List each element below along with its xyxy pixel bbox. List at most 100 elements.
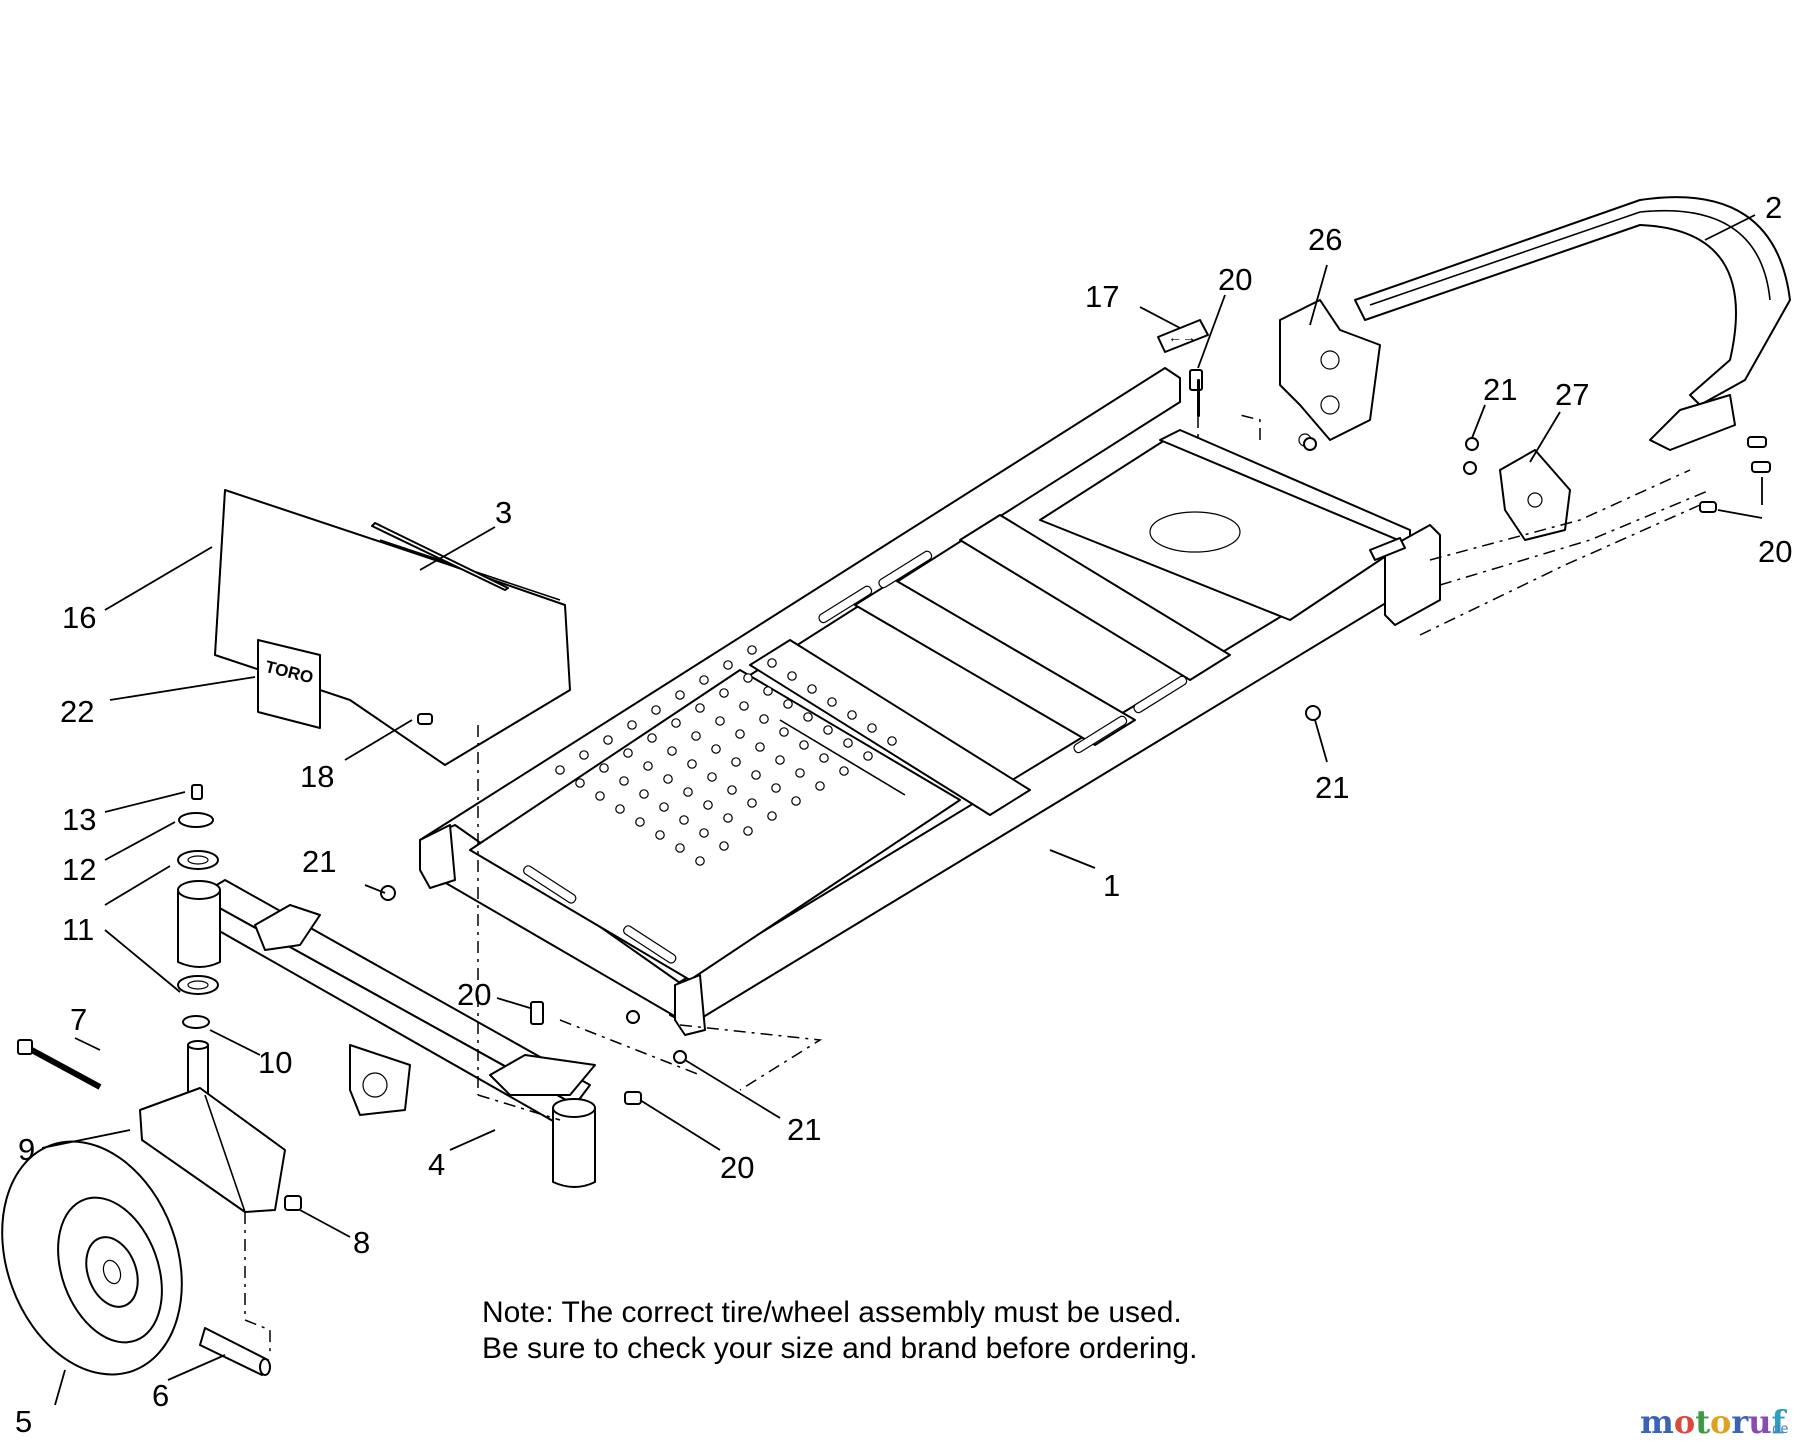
- perforation-hole: [779, 727, 789, 737]
- perforation-hole: [783, 699, 793, 709]
- callout-6: 6: [152, 1378, 169, 1413]
- perforation-hole: [887, 736, 897, 746]
- perforation-hole: [771, 783, 781, 793]
- perforation-hole: [599, 763, 609, 773]
- watermark-letter: t: [1695, 1403, 1710, 1441]
- watermark-letter: r: [1731, 1403, 1749, 1441]
- main-frame: [419, 367, 1441, 1036]
- perforation-hole: [675, 690, 685, 700]
- watermark-letter: o: [1710, 1403, 1731, 1441]
- perforation-hole: [767, 658, 777, 668]
- perforation-hole: [739, 701, 749, 711]
- perforation-hole: [767, 811, 777, 821]
- perforation-hole: [615, 804, 625, 814]
- callout-18: 18: [300, 759, 334, 794]
- decal-rear: [1369, 537, 1406, 561]
- decal-17-glyph: ←→: [1168, 329, 1196, 345]
- perforation-hole: [635, 817, 645, 827]
- perforation-hole: [823, 725, 833, 735]
- perforation-hole: [703, 800, 713, 810]
- callout-20-axle-bottom: 20: [720, 1150, 754, 1185]
- perforation-hole: [795, 768, 805, 778]
- caster-wheel: [1, 1140, 183, 1376]
- perforation-hole: [579, 750, 589, 760]
- perforation-hole: [791, 796, 801, 806]
- callout-27: 27: [1555, 377, 1589, 412]
- watermark-letter: o: [1674, 1403, 1695, 1441]
- perforation-hole: [711, 744, 721, 754]
- callout-22: 22: [60, 694, 94, 729]
- nut-8: [284, 1195, 302, 1211]
- perforation-hole: [639, 789, 649, 799]
- perforation-hole: [651, 705, 661, 715]
- perforation-hole: [723, 660, 733, 670]
- perforation-hole: [595, 791, 605, 801]
- callout-4: 4: [428, 1147, 445, 1182]
- perforation-hole: [827, 697, 837, 707]
- callout-10: 10: [258, 1045, 292, 1080]
- perforation-hole: [787, 671, 797, 681]
- perforation-hole: [663, 774, 673, 784]
- leader-lines: [41, 214, 1763, 1406]
- callout-20-top: 20: [1218, 262, 1252, 297]
- ordering-note: Note: The correct tire/wheel assembly mu…: [482, 1296, 1197, 1365]
- perforation-hole: [803, 712, 813, 722]
- perforation-hole: [707, 772, 717, 782]
- callout-20-right: 20: [1758, 534, 1792, 569]
- perforation-hole: [695, 856, 705, 866]
- perforation-hole: [671, 718, 681, 728]
- decal-17: ←→: [1157, 319, 1209, 353]
- perforation-hole: [847, 710, 857, 720]
- perforation-hole: [619, 776, 629, 786]
- perforation-hole: [863, 751, 873, 761]
- perforation-hole: [655, 830, 665, 840]
- watermark-letter: m: [1640, 1403, 1674, 1441]
- perforation-hole: [647, 733, 657, 743]
- perforation-hole: [691, 731, 701, 741]
- callout-21-front: 21: [302, 844, 336, 879]
- perforation-hole: [675, 843, 685, 853]
- perforation-hole: [699, 675, 709, 685]
- callout-21-rear-top: 21: [1483, 372, 1517, 407]
- perforation-hole: [679, 815, 689, 825]
- perforation-hole: [759, 714, 769, 724]
- perforation-hole: [743, 673, 753, 683]
- perforation-hole: [695, 703, 705, 713]
- callout-2: 2: [1765, 190, 1782, 225]
- axle-bolt-7: [17, 1039, 102, 1090]
- callout-1: 1: [1103, 868, 1120, 903]
- perforation-hole: [555, 765, 565, 775]
- perforation-hole: [623, 748, 633, 758]
- bracket-27: [1499, 449, 1571, 541]
- toro-logo-plate: TORO: [257, 639, 321, 729]
- assembly-lines: [244, 414, 1711, 1355]
- perforation-hole: [723, 813, 733, 823]
- perforation-hole: [627, 720, 637, 730]
- perforation-hole: [719, 688, 729, 698]
- callout-21-axle: 21: [787, 1112, 821, 1147]
- perforation-hole: [715, 716, 725, 726]
- perforation-hole: [819, 753, 829, 763]
- perforation-hole: [799, 740, 809, 750]
- watermark-brand: motoruf: [1640, 1403, 1787, 1441]
- frame-fasteners: [380, 369, 1321, 1105]
- perforation-hole: [751, 770, 761, 780]
- perforation-hole: [683, 787, 693, 797]
- rops-hoop: [1354, 196, 1791, 451]
- perforation-hole: [747, 645, 757, 655]
- perforation-hole: [807, 684, 817, 694]
- callout-13: 13: [62, 802, 96, 837]
- decal-3: [371, 522, 509, 591]
- callout-12: 12: [62, 852, 96, 887]
- front-axle: [177, 879, 596, 1188]
- perforation-hole: [843, 738, 853, 748]
- perforation-hole: [867, 723, 877, 733]
- callout-labels: 1 2 3 4 5 6 7 8 9 10 11 12 13 16 17 18 2…: [15, 190, 1792, 1439]
- caster-stack: [177, 784, 219, 1104]
- perforation-hole: [727, 785, 737, 795]
- perforation-hole: [687, 759, 697, 769]
- callout-5: 5: [15, 1404, 32, 1439]
- perforation-hole: [763, 686, 773, 696]
- perforation-hole: [699, 828, 709, 838]
